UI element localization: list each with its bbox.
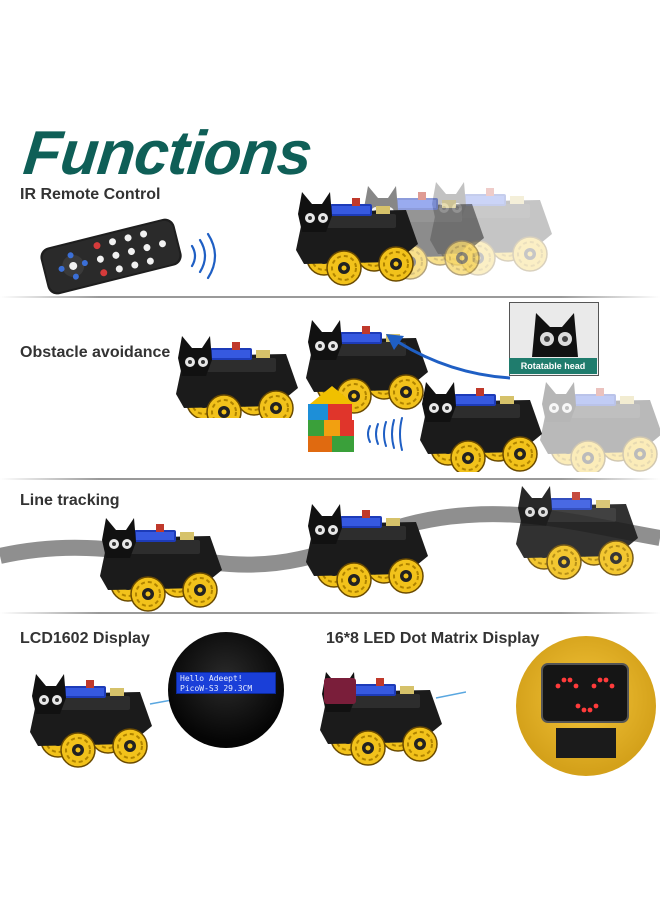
lcd-screen: Hello Adeept! PicoW-S3 29.3CM — [176, 672, 276, 694]
page-title: Functions — [20, 119, 315, 188]
section-label-ir-remote: IR Remote Control — [20, 186, 161, 203]
rotatable-head-caption: Rotatable head — [509, 358, 597, 374]
lcd-car-illustration — [22, 670, 172, 775]
ir-remote-illustration — [40, 218, 217, 295]
dot-matrix-car-illustration — [316, 668, 466, 768]
section-label-lcd1602: LCD1602 Display — [20, 630, 150, 647]
obstacle-blocks-illustration — [308, 382, 660, 472]
divider — [0, 296, 660, 298]
line-tracking-illustration — [0, 478, 660, 618]
section-label-line-tracking: Line tracking — [20, 492, 120, 509]
dot-matrix-closeup — [516, 636, 656, 776]
section-label-obstacle-avoidance: Obstacle avoidance — [20, 344, 171, 361]
divider — [0, 612, 660, 614]
ir-cars-motion-illustration — [290, 182, 560, 287]
divider — [0, 478, 660, 480]
section-label-dot-matrix: 16*8 LED Dot Matrix Display — [326, 630, 540, 647]
lcd-line-2: PicoW-S3 29.3CM — [180, 684, 253, 693]
turn-arrow-icon — [386, 334, 511, 380]
lcd-line-1: Hello Adeept! — [180, 674, 243, 683]
